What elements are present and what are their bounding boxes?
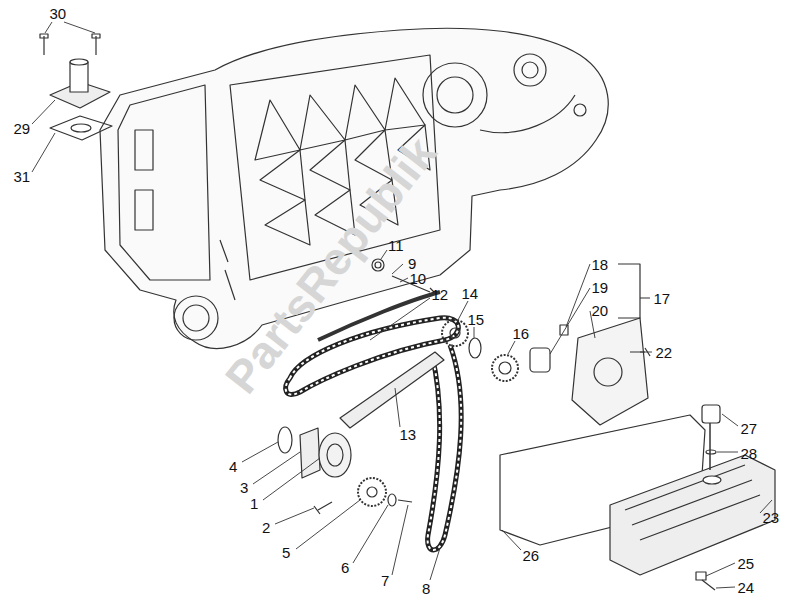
callout-number: 5 bbox=[282, 545, 290, 560]
chain-guide bbox=[340, 352, 444, 428]
sprocket bbox=[442, 320, 568, 381]
callout-number: 14 bbox=[462, 286, 479, 301]
callout-number: 11 bbox=[388, 238, 404, 253]
callout-number: 6 bbox=[341, 560, 349, 575]
callout-number: 25 bbox=[738, 556, 755, 571]
callout-number: 27 bbox=[741, 421, 758, 436]
callout-number: 17 bbox=[654, 291, 671, 306]
crankcase bbox=[100, 28, 608, 348]
callout-number: 31 bbox=[14, 169, 31, 184]
callout-number: 2 bbox=[262, 520, 270, 535]
chain-tensioner bbox=[40, 34, 112, 140]
callout-number: 26 bbox=[523, 548, 540, 563]
callout-number: 30 bbox=[50, 6, 67, 21]
callout-number: 8 bbox=[422, 581, 430, 596]
callout-number: 24 bbox=[738, 580, 755, 595]
callout-number: 18 bbox=[592, 257, 609, 272]
bearing-cover bbox=[572, 318, 648, 425]
callout-number: 7 bbox=[381, 573, 389, 588]
callout-number: 4 bbox=[229, 459, 237, 474]
callout-number: 15 bbox=[468, 312, 485, 327]
callout-number: 13 bbox=[400, 427, 417, 442]
callout-number: 20 bbox=[592, 303, 609, 318]
callout-number: 29 bbox=[14, 121, 31, 136]
callout-number: 3 bbox=[240, 480, 248, 495]
callout-number: 16 bbox=[513, 326, 530, 341]
group-bracket bbox=[618, 264, 650, 318]
pump-chain bbox=[428, 345, 462, 550]
callout-number: 22 bbox=[656, 345, 673, 360]
oil-sump-cover bbox=[610, 405, 775, 590]
callout-number: 19 bbox=[592, 280, 609, 295]
callout-number: 28 bbox=[741, 446, 758, 461]
guide-pivot bbox=[372, 259, 436, 294]
leader-line bbox=[32, 22, 772, 588]
cover-hole bbox=[594, 358, 622, 386]
oil-pump bbox=[278, 427, 412, 514]
callout-number: 23 bbox=[763, 510, 780, 525]
callout-number: 9 bbox=[408, 256, 416, 271]
callout-number: 10 bbox=[410, 271, 427, 286]
callout-number: 1 bbox=[250, 496, 258, 511]
callout-number: 12 bbox=[432, 287, 449, 302]
